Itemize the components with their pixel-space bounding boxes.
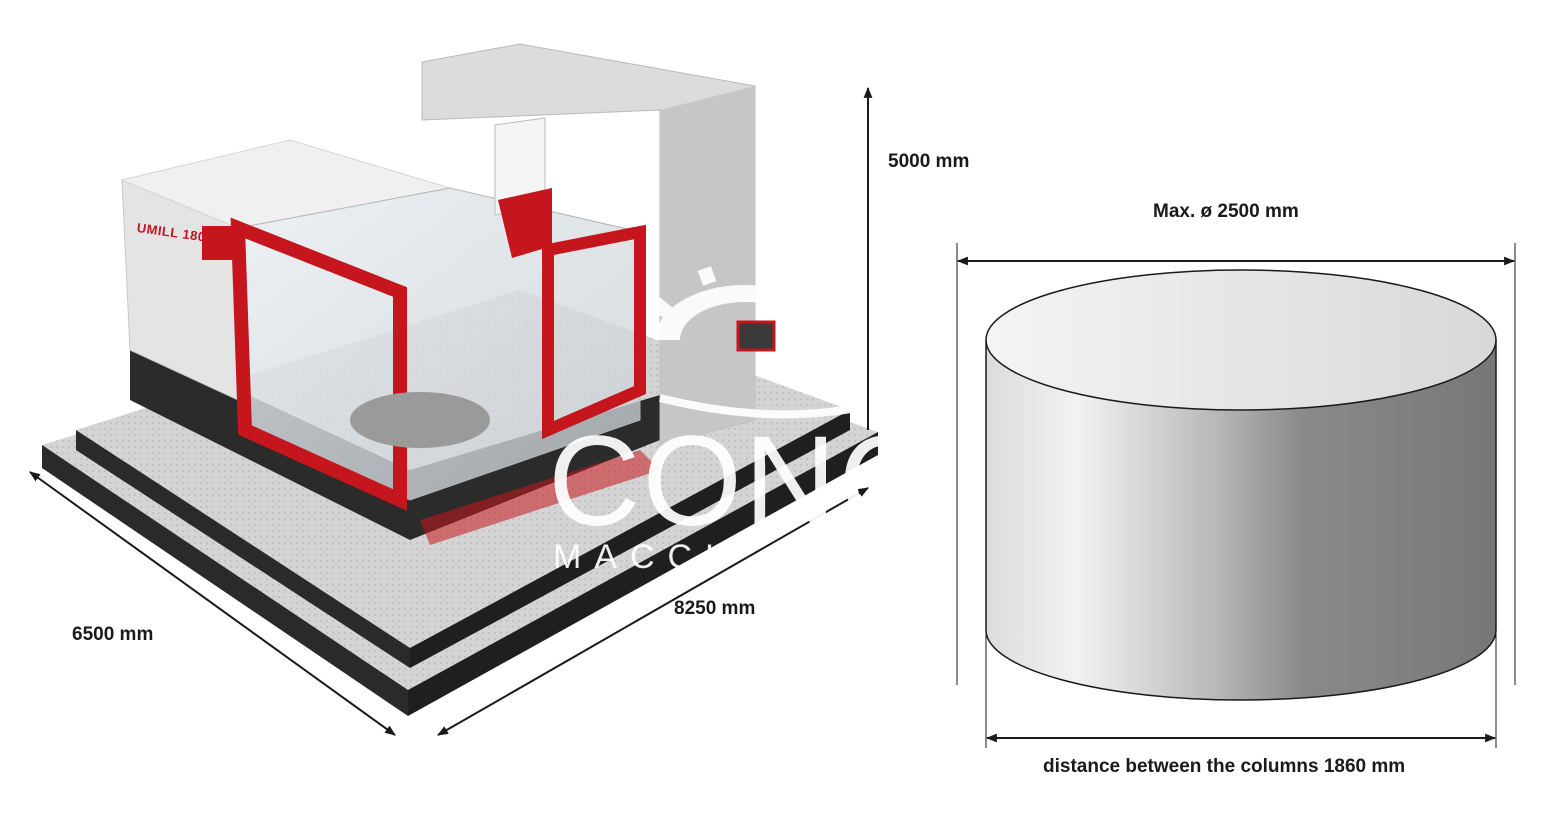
height-label: 5000 mm [888,151,970,172]
depth-dimension-line [29,471,396,736]
width-dimension-line [437,487,869,736]
spindle-red-head [498,188,552,258]
rotary-table [350,392,490,448]
column-distance-label: distance between the columns 1860 mm [1043,756,1406,777]
workpiece-cylinder [985,269,1497,701]
max-diameter-label: Max. ø 2500 mm [1153,201,1299,222]
brand-badge [202,226,232,260]
watermark-gear-icon [651,260,881,419]
red-door-frame [230,217,407,511]
control-panel [736,320,776,352]
depth-label: 6500 mm [72,624,154,645]
right-red-door [542,224,646,440]
width-label: 8250 mm [674,598,756,619]
